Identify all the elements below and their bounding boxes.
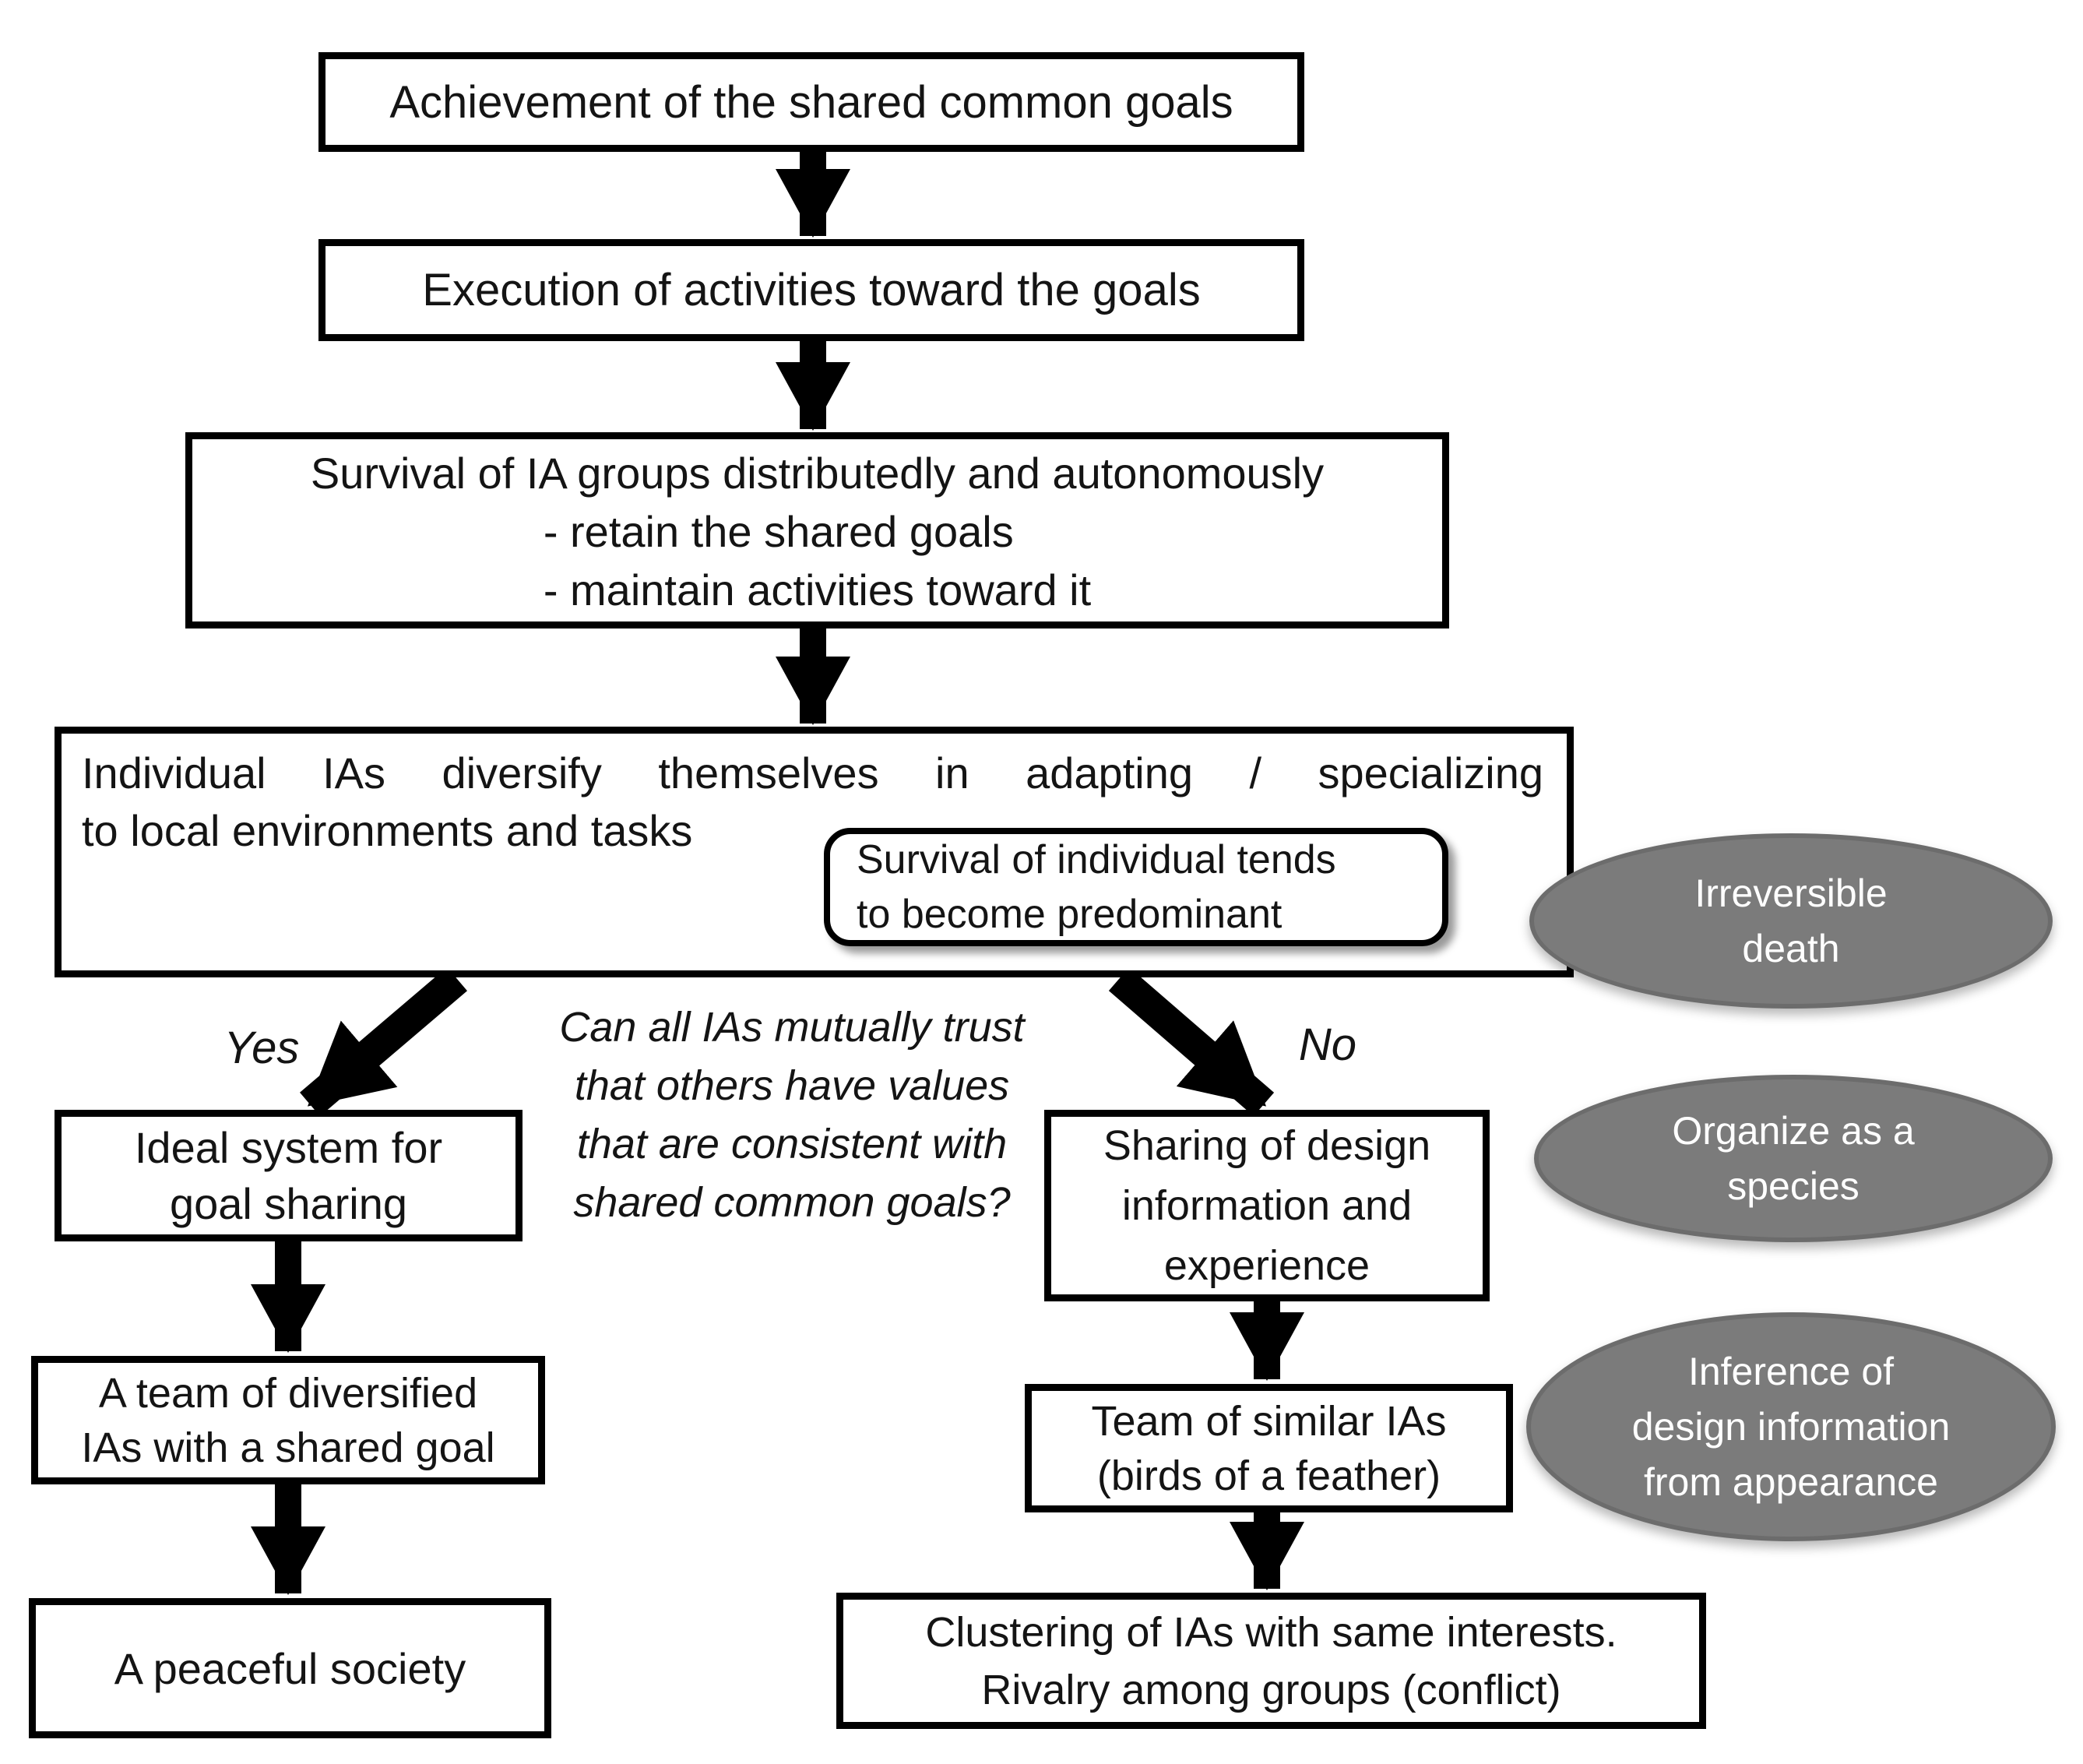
ellipse-irreversible-death-label: Irreversible death [1694,871,1888,970]
box-team-similar: Team of similar IAs (birds of a feather) [1025,1384,1513,1512]
ellipse-inference-label: Inference of design information from app… [1631,1349,1951,1504]
ellipse-irreversible-death: Irreversible death [1529,833,2053,1009]
box-clustering: Clustering of IAs with same interests. R… [836,1593,1706,1729]
box-survival-groups-bullet-wrap: - retain the shared goals - maintain act… [544,502,1091,619]
box-team-diversified-label: A team of diversified IAs with a shared … [81,1369,495,1471]
box-survival-groups-heading: Survival of IA groups distributedly and … [310,448,1325,498]
arrow-yes-branch [300,967,467,1117]
ellipse-inference: Inference of design information from app… [1526,1312,2056,1541]
box-ideal-system: Ideal system for goal sharing [55,1110,523,1241]
label-yes: Yes [223,1023,300,1073]
box-team-similar-label: Team of similar IAs (birds of a feather) [1091,1397,1447,1499]
callout-survival-individual: Survival of individual tends to become p… [824,828,1448,946]
ellipse-organize-species: Organize as a species [1534,1075,2053,1242]
box-clustering-label: Clustering of IAs with same interests. R… [925,1608,1617,1713]
box-peaceful-society: A peaceful society [29,1598,551,1738]
ellipse-organize-species-label: Organize as a species [1672,1108,1915,1208]
label-no: No [1298,1019,1357,1070]
box-achievement: Achievement of the shared common goals [318,52,1304,152]
box-execution: Execution of activities toward the goals [318,239,1304,341]
box-sharing-design-label: Sharing of design information and experi… [1103,1121,1431,1289]
box-peaceful-society-label: A peaceful society [114,1643,466,1693]
callout-survival-individual-label: Survival of individual tends to become p… [857,837,1336,937]
box-team-diversified: A team of diversified IAs with a shared … [31,1356,545,1484]
box-ideal-system-label: Ideal system for goal sharing [134,1122,443,1228]
box-sharing-design: Sharing of design information and experi… [1044,1110,1490,1301]
box-diversify-line1: Individual IAs diversify themselves in a… [82,748,1543,797]
decision-question: Can all IAs mutually trust that others h… [559,1004,1025,1226]
arrow-no-branch [1108,967,1275,1117]
box-achievement-label: Achievement of the shared common goals [389,76,1233,128]
box-survival-groups-bullets: - retain the shared goals - maintain act… [543,506,1092,614]
box-survival-groups: Survival of IA groups distributedly and … [185,432,1449,628]
box-diversify-line2: to local environments and tasks [82,806,693,855]
box-execution-label: Execution of activities toward the goals [422,265,1201,315]
